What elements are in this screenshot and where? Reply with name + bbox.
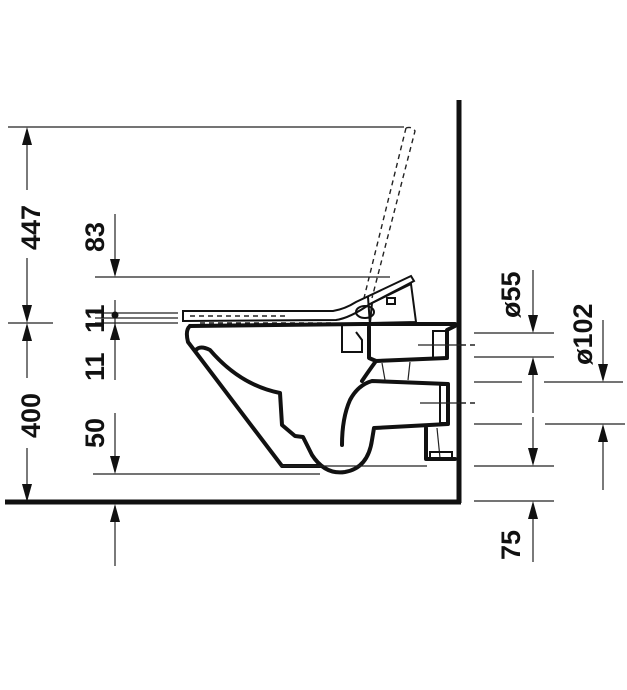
dim-floor-arrow [110, 504, 120, 566]
dim-447: 447 [16, 127, 46, 323]
dim-o102: ø102 [568, 303, 608, 490]
dim-label-83: 83 [80, 222, 110, 252]
dim-label-11-upper: 11 [80, 304, 110, 333]
dim-83: 83 [80, 214, 120, 277]
dim-11-11: 11 11 [80, 300, 120, 381]
dim-label-400: 400 [16, 393, 46, 438]
dim-label-50: 50 [80, 418, 110, 448]
dim-label-75: 75 [496, 530, 526, 560]
dim-75: 75 [496, 501, 538, 562]
dim-50: 50 [80, 413, 120, 474]
dim-o55: ø55 [496, 270, 538, 333]
dim-label-o102: ø102 [568, 303, 598, 365]
dim-label-447: 447 [16, 205, 46, 250]
extension-lines [8, 126, 625, 502]
toilet-seat [182, 274, 418, 326]
dim-label-o55: ø55 [496, 271, 526, 318]
open-lid-dashed [363, 126, 416, 299]
dim-label-11-lower: 11 [80, 352, 110, 381]
dim-400: 400 [16, 323, 46, 502]
dim-inner-vertical [528, 357, 538, 466]
toilet-bowl [184, 322, 462, 475]
wall-and-floor [5, 100, 462, 505]
